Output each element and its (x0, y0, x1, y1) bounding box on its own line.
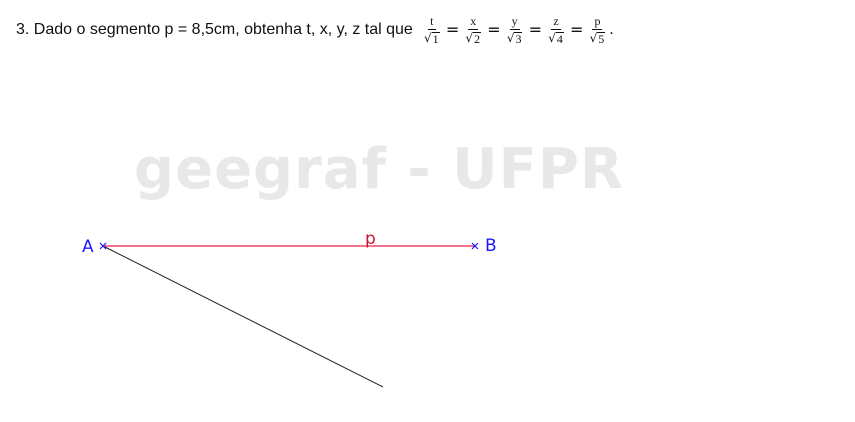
fraction-p: p √ 5 (588, 15, 606, 46)
sqrt-4: √ 4 (548, 31, 564, 46)
denominator-sqrt-2: √ 2 (465, 30, 482, 46)
radicand-4: 4 (555, 31, 564, 46)
numerator-x: x (468, 13, 479, 30)
sqrt-5: √ 5 (589, 31, 606, 46)
numerator-t: t (428, 13, 436, 30)
radical-sign: √ (548, 31, 556, 46)
radical-sign: √ (424, 31, 432, 46)
fraction-t: t √ 1 (423, 15, 441, 46)
equals-sign: = (445, 20, 460, 39)
point-b-marker (471, 242, 479, 250)
numerator-z: z (551, 13, 561, 30)
auxiliary-ray (102, 245, 384, 388)
fraction-x: x √ 2 (464, 15, 482, 46)
radicand-5: 5 (597, 31, 606, 46)
denominator-sqrt-1: √ 1 (424, 30, 440, 46)
radical-sign: √ (465, 31, 474, 46)
equals-sign: = (570, 20, 584, 39)
equals-sign: = (528, 20, 543, 39)
watermark-text: geegraf - UFPR (134, 137, 625, 202)
question-prompt: 3. Dado o segmento p = 8,5cm, obtenha t,… (16, 21, 413, 38)
numerator-p: p (592, 13, 603, 30)
radicand-3: 3 (514, 31, 523, 46)
point-b-label: B (485, 236, 497, 256)
numerator-y: y (509, 13, 520, 30)
radicand-2: 2 (473, 31, 482, 46)
radical-sign: √ (506, 31, 515, 46)
fraction-y: y √ 3 (506, 15, 524, 46)
denominator-sqrt-3: √ 3 (507, 30, 523, 46)
equals-sign: = (487, 20, 501, 39)
sqrt-3: √ 3 (506, 31, 523, 46)
point-a-label: A (82, 237, 94, 257)
radical-sign: √ (589, 31, 598, 46)
sqrt-1: √ 1 (424, 31, 440, 46)
denominator-sqrt-4: √ 4 (548, 30, 564, 46)
radicand-1: 1 (431, 31, 440, 46)
fraction-z: z √ 4 (547, 15, 565, 46)
denominator-sqrt-5: √ 5 (590, 30, 606, 46)
proportion-equation: t √ 1 = x √ 2 = y √ (423, 15, 614, 46)
point-a-marker (99, 242, 107, 250)
statement-period: . (609, 21, 614, 38)
segment-p-label: p (365, 229, 376, 249)
sqrt-2: √ 2 (465, 31, 482, 46)
question-statement: 3. Dado o segmento p = 8,5cm, obtenha t,… (16, 10, 613, 50)
